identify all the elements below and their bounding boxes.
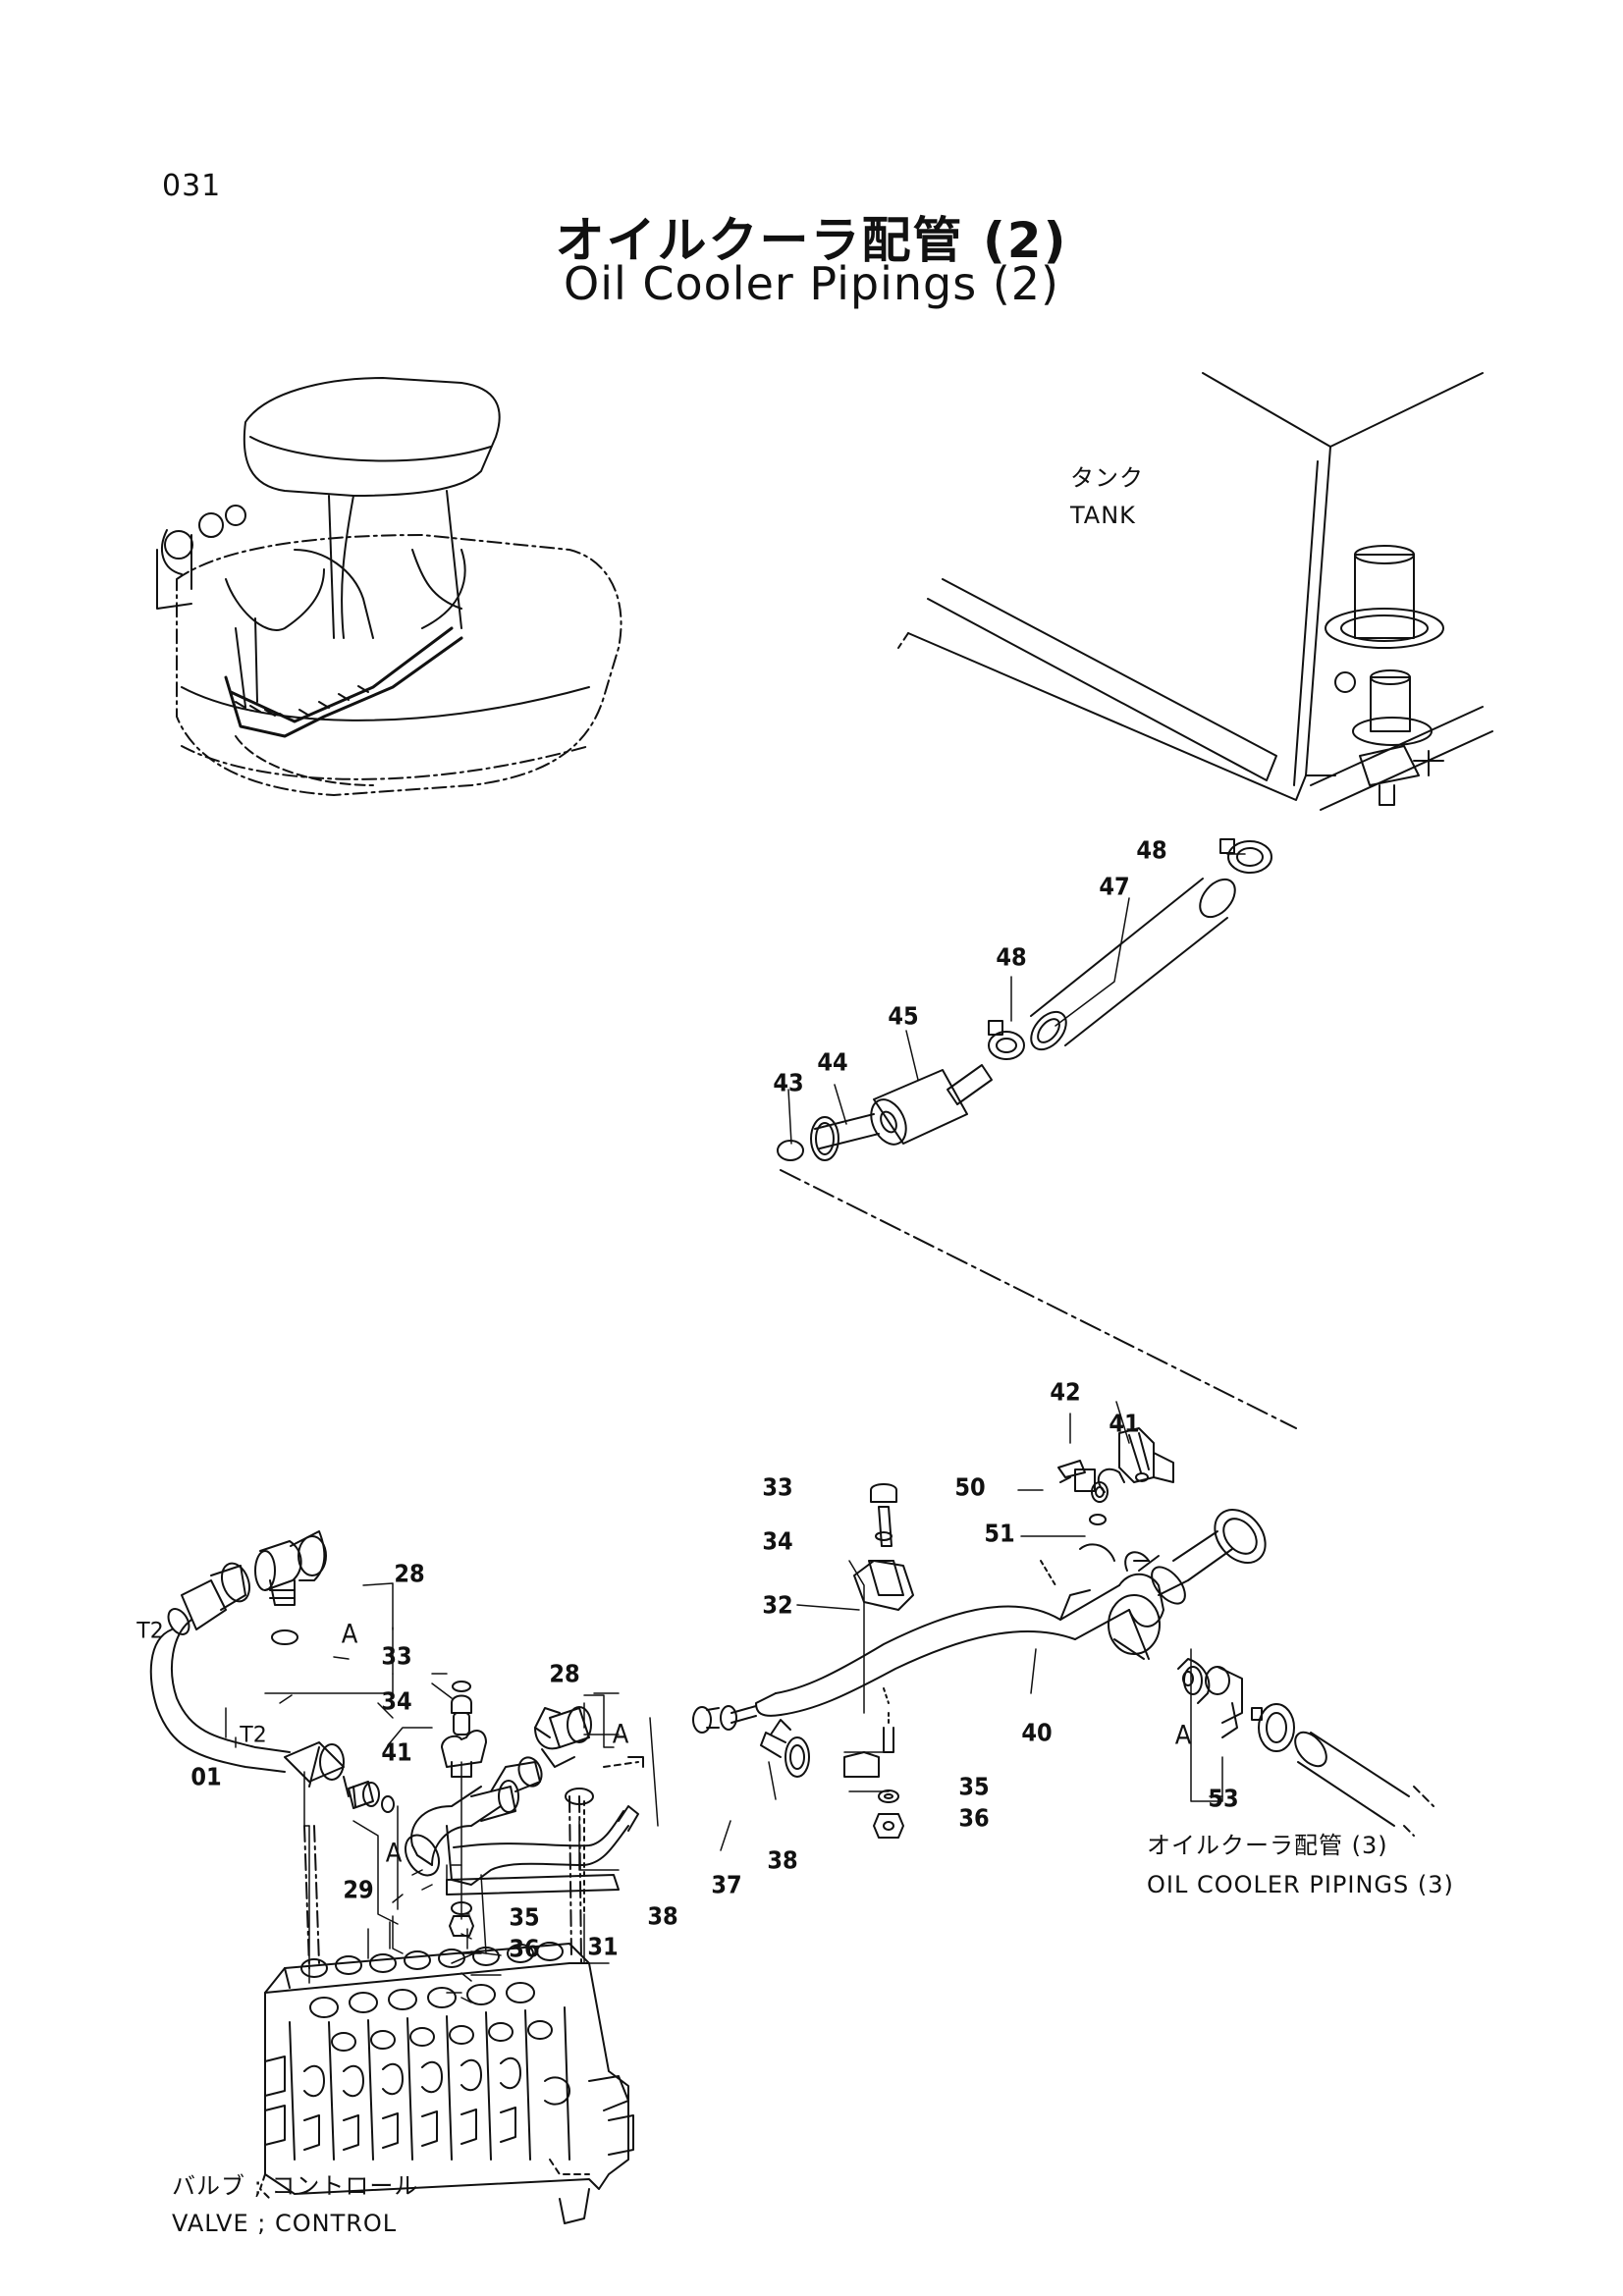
tank-label-japanese: タンク xyxy=(1070,464,1144,492)
part-callout-33: 33 xyxy=(762,1472,793,1502)
page-number: 031 xyxy=(162,169,222,203)
oil-cooler-pipings-3-label-japanese: オイルクーラ配管 (3) xyxy=(1147,1832,1388,1859)
part-callout-48: 48 xyxy=(1136,835,1167,865)
part-callout-37: 37 xyxy=(711,1870,742,1899)
section-mark-a: A xyxy=(341,1619,358,1650)
part-callout-28: 28 xyxy=(394,1559,425,1588)
part-callout-47: 47 xyxy=(1099,872,1130,901)
page-title-english: Oil Cooler Pipings (2) xyxy=(564,257,1059,310)
part-callout-41: 41 xyxy=(1109,1409,1140,1438)
part-callout-48: 48 xyxy=(996,942,1027,972)
part-callout-34: 34 xyxy=(381,1686,412,1716)
port-tag-t2-lower: T2 xyxy=(240,1723,267,1748)
part-callout-31: 31 xyxy=(587,1932,619,1961)
part-callout-50: 50 xyxy=(954,1472,986,1502)
part-callout-38: 38 xyxy=(647,1901,678,1931)
part-callout-40: 40 xyxy=(1021,1718,1053,1747)
port-tag-t2-upper: T2 xyxy=(136,1619,164,1644)
upper-hose-assembly xyxy=(778,839,1271,1160)
oil-cooler-pipings-3-label-english: OIL COOLER PIPINGS (3) xyxy=(1147,1871,1454,1898)
part-callout-43: 43 xyxy=(773,1068,804,1097)
section-mark-a: A xyxy=(385,1838,403,1869)
part-callout-32: 32 xyxy=(762,1590,793,1620)
part-callout-34: 34 xyxy=(762,1526,793,1556)
part-callout-38: 38 xyxy=(767,1845,798,1875)
leader-lines xyxy=(226,854,1296,2002)
part-callout-44: 44 xyxy=(817,1047,848,1077)
part-callout-28: 28 xyxy=(549,1659,580,1688)
section-mark-a: A xyxy=(612,1719,629,1750)
part-callout-51: 51 xyxy=(984,1519,1015,1548)
part-callout-33: 33 xyxy=(381,1641,412,1671)
tank-illustration xyxy=(898,373,1492,810)
part-callout-35: 35 xyxy=(958,1772,990,1801)
control-valve-illustration xyxy=(260,1796,633,2223)
control-valve-label-japanese: バルブ ; コントロール xyxy=(172,2172,419,2200)
control-valve-label-english: VALVE ; CONTROL xyxy=(172,2210,398,2237)
part-callout-29: 29 xyxy=(343,1875,374,1904)
left-hose-assembly xyxy=(151,1531,643,1936)
part-callout-36: 36 xyxy=(509,1934,540,1963)
section-mark-a: A xyxy=(1174,1720,1192,1751)
part-callout-35: 35 xyxy=(509,1902,540,1932)
part-callout-53: 53 xyxy=(1208,1784,1239,1813)
part-callout-36: 36 xyxy=(958,1803,990,1833)
part-callout-45: 45 xyxy=(888,1001,919,1031)
lower-pipe-assembly xyxy=(693,1428,1434,1838)
part-callout-42: 42 xyxy=(1050,1377,1081,1407)
page-title-japanese: オイルクーラ配管 (2) xyxy=(555,212,1068,269)
tank-label-english: TANK xyxy=(1070,502,1136,529)
part-callout-41: 41 xyxy=(381,1737,412,1767)
machine-overview-illustration xyxy=(157,378,622,795)
part-callout-01: 01 xyxy=(190,1762,222,1791)
